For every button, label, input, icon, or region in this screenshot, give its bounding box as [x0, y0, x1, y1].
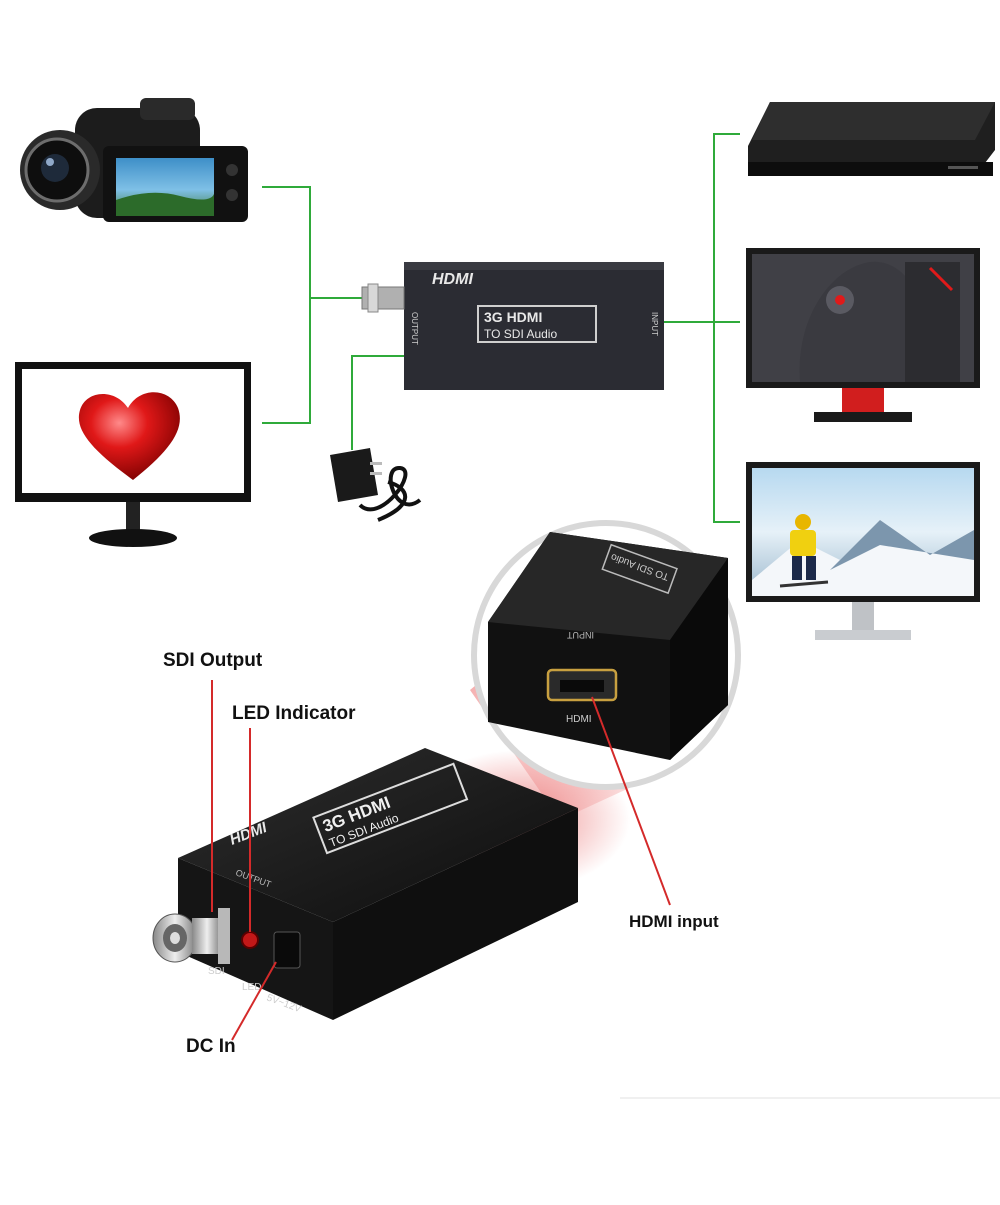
input-port-zoom: INPUT TO SDI Audio HDMI	[471, 520, 741, 790]
converter-box-main: HDMI 3G HDMI TO SDI Audio OUTPUT SDI LED…	[152, 748, 578, 1020]
top-model-line2: TO SDI Audio	[484, 327, 557, 341]
dc-in-callout: DC In	[186, 1036, 236, 1057]
skier-figure-icon	[779, 514, 829, 588]
dc-jack-icon	[273, 931, 301, 969]
sdi-output-callout: SDI Output	[163, 650, 263, 671]
heart-monitor-icon	[15, 362, 251, 547]
skier-monitor-icon	[746, 462, 980, 640]
connection-lines	[262, 133, 740, 523]
bluray-player-icon	[748, 102, 995, 176]
camcorder-icon	[20, 98, 248, 222]
zoom-input-label: INPUT	[566, 630, 594, 640]
top-hdmi-logo: HDMI	[432, 271, 473, 288]
top-input-label: INPUT	[650, 312, 659, 336]
pointer-lines	[211, 680, 671, 1041]
power-adapter-icon	[330, 448, 422, 522]
led-indicator-icon	[241, 931, 259, 949]
top-output-label: OUTPUT	[410, 312, 419, 345]
converter-box-top: HDMI 3G HDMI TO SDI Audio OUTPUT INPUT	[361, 262, 664, 390]
robot-monitor-icon	[746, 248, 980, 422]
bnc-connector-icon	[152, 908, 230, 964]
top-model-line1: 3G HDMI	[484, 309, 542, 325]
main-sdi-label: SDI	[208, 966, 225, 977]
zoom-hdmi-port-label: HDMI	[566, 714, 592, 725]
hdmi-input-callout: HDMI input	[629, 912, 719, 931]
main-led-label: LED	[242, 982, 261, 993]
led-indicator-callout: LED Indicator	[232, 703, 356, 724]
